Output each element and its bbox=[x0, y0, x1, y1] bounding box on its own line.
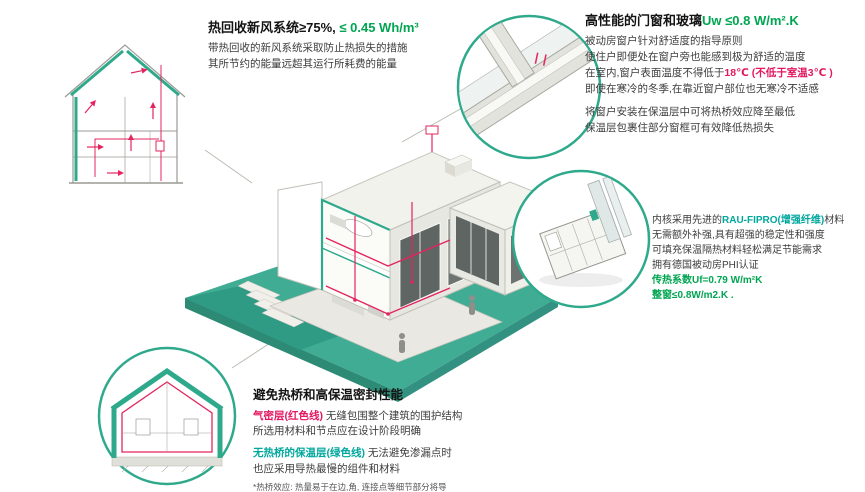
thermal-line-4: 也应采用导热最慢的组件和材料 bbox=[253, 462, 400, 475]
windows-body: 被动房窗户针对舒适度的指导原则 使住户即便处在窗户旁也能感到极为舒适的温度 在室… bbox=[585, 34, 863, 137]
people-figures bbox=[399, 295, 475, 353]
ventilation-title-green: ≤ 0.45 Wh/m³ bbox=[335, 20, 419, 35]
thermal-body: 气密层(红色线) 无缝包围整个建筑的围护结构 所选用材料和节点应在设计阶段明确 … bbox=[253, 409, 573, 492]
profile-body: 内核采用先进的RAU-FIPRO(增强纤维)材料 无需额外补强,具有超强的稳定性… bbox=[652, 213, 864, 303]
windows-p1-line3-pre: 在室内,窗户表面温度不得低于 bbox=[585, 66, 725, 79]
windows-title-green: Uw ≤0.8 W/m².K bbox=[702, 13, 799, 28]
interior-lines bbox=[122, 382, 212, 452]
windows-paragraph-gap bbox=[585, 97, 863, 105]
thermal-text-block: 避免热桥和高保温密封性能 气密层(红色线) 无缝包围整个建筑的围护结构 所选用材… bbox=[253, 388, 573, 492]
windows-p2-line2: 保温层包裹住部分窗框可有效降低热损失 bbox=[585, 122, 774, 134]
main-house-illustration bbox=[150, 90, 580, 405]
window-profile-svg bbox=[511, 169, 651, 309]
insulation-lines bbox=[70, 49, 180, 181]
ventilation-line-1: 带热回收的新风系统采取防止热损失的措施 bbox=[208, 42, 408, 55]
profile-line1-post: 材料 bbox=[824, 215, 845, 226]
ground-hatch bbox=[111, 456, 223, 473]
profile-line1-material: RAU-FIPRO(增强纤维) bbox=[722, 215, 825, 226]
window-profile-detail bbox=[510, 168, 652, 310]
insulation-envelope-svg bbox=[97, 346, 237, 486]
insulation-envelope-detail bbox=[96, 345, 238, 487]
thermal-line1-rest: 无缝包围整个建筑的围护结构 bbox=[323, 409, 463, 422]
windows-text-block: 高性能的门窗和玻璃Uw ≤0.8 W/m².K 被动房窗户针对舒适度的指导原则 … bbox=[585, 13, 863, 137]
thermal-insulation-label: 无热桥的保温层(绿色线) bbox=[253, 447, 365, 460]
ventilation-title: 热回收新风系统≥75%, ≤ 0.45 Wh/m³ bbox=[208, 20, 473, 36]
thermal-footnote: *热桥效应: 热量易于在边,角, 连接点等细节部分将导 bbox=[253, 481, 447, 492]
thermal-line-1: 气密层(红色线) 无缝包围整个建筑的围护结构 bbox=[253, 409, 573, 425]
windows-p2-line1: 将窗户安装在保温层中可将热桥效应降至最低 bbox=[585, 106, 795, 119]
profile-uf-value: 传热系数Uf=0.79 W/m²K bbox=[652, 275, 763, 286]
thermal-airtight-label: 气密层(红色线) bbox=[253, 409, 323, 422]
profile-line-3: 可填充保温隔热材料轻松满足节能需求 bbox=[652, 245, 822, 256]
ventilation-title-black: 热回收新风系统≥75%, bbox=[208, 20, 336, 35]
windows-title-black: 高性能的门窗和玻璃 bbox=[585, 13, 703, 28]
profile-text-block: 内核采用先进的RAU-FIPRO(增强纤维)材料 无需额外补强,具有超强的稳定性… bbox=[652, 213, 864, 303]
thermal-line-3: 无热桥的保温层(绿色线) 无法避免渗漏点时 bbox=[253, 446, 573, 462]
house-outline bbox=[64, 44, 186, 184]
profile-line1-pre: 内核采用先进的 bbox=[652, 215, 722, 226]
profile-body bbox=[539, 175, 633, 287]
airtight-layer-red bbox=[121, 381, 213, 453]
windows-p1-line3-red: 18℃ (不低于室温3℃ ) bbox=[724, 66, 833, 79]
windows-p1-line4: 即使在寒冷的冬季,在靠近窗户部位也无寒冷不适感 bbox=[585, 82, 819, 95]
profile-uw-value: 整窗≤0.8W/m2.K . bbox=[652, 290, 734, 301]
profile-line-1: 内核采用先进的RAU-FIPRO(增强纤维)材料 bbox=[652, 213, 864, 228]
thermal-line3-rest: 无法避免渗漏点时 bbox=[365, 447, 452, 460]
house-structure bbox=[277, 151, 567, 321]
profile-line-4: 拥有德国被动房PHI认证 bbox=[652, 260, 759, 271]
thermal-title: 避免热桥和高保温密封性能 bbox=[253, 388, 404, 402]
windows-p1-line3: 在室内,窗户表面温度不得低于18℃ (不低于室温3℃ ) bbox=[585, 66, 863, 82]
profile-line-2: 无需额外补强,具有超强的稳定性和强度 bbox=[652, 230, 825, 241]
window-corner-detail bbox=[455, 13, 603, 161]
heating-pipes bbox=[325, 125, 451, 316]
ventilation-text-block: 热回收新风系统≥75%, ≤ 0.45 Wh/m³ 带热回收的新风系统采取防止热… bbox=[208, 20, 473, 73]
ventilation-line-2: 其所节约的能量远超其运行所耗费的能量 bbox=[208, 58, 397, 70]
thermal-line-2: 所选用材料和节点应在设计阶段明确 bbox=[253, 425, 421, 438]
windows-title: 高性能的门窗和玻璃Uw ≤0.8 W/m².K bbox=[585, 13, 863, 29]
windows-p1-line2: 使住户即便处在窗户旁也能感到极为舒适的温度 bbox=[585, 51, 806, 63]
ventilation-body: 带热回收的新风系统采取防止热损失的措施 其所节约的能量远超其运行所耗费的能量 bbox=[208, 41, 473, 73]
duct-lines bbox=[94, 65, 165, 181]
insulation-layer-green bbox=[110, 367, 224, 458]
ventilation-house-illustration bbox=[55, 33, 207, 197]
ventilation-arrows bbox=[84, 67, 156, 176]
windows-p1-line1: 被动房窗户针对舒适度的指导原则 bbox=[585, 35, 743, 48]
window-corner-svg bbox=[455, 13, 603, 160]
main-house-svg bbox=[185, 125, 567, 402]
ventilation-house-svg bbox=[64, 44, 186, 184]
